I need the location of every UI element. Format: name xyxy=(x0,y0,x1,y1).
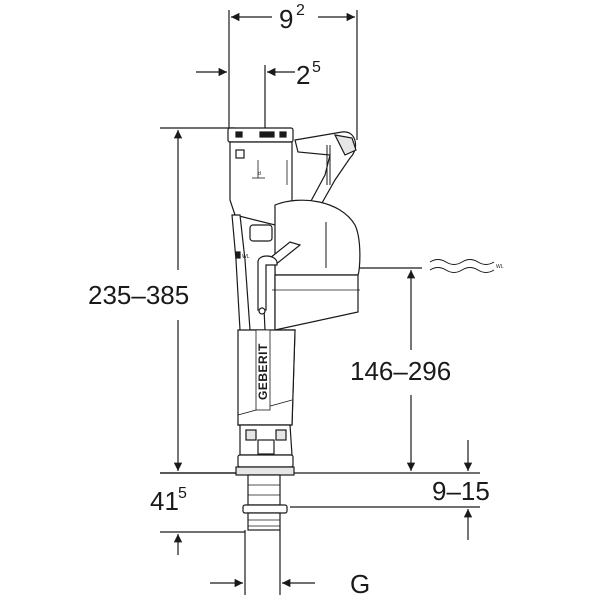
fill-valve-body: d WL GEBERIT xyxy=(227,127,361,531)
water-level-mark: WL xyxy=(242,254,250,260)
dimension-top-width: 9 2 xyxy=(228,2,358,140)
brand-logo: GEBERIT xyxy=(255,329,271,411)
svg-text:d: d xyxy=(258,171,261,177)
svg-text:WL: WL xyxy=(496,264,504,270)
valve-nut xyxy=(237,454,294,468)
nozzle-height-sup: 5 xyxy=(178,485,187,502)
valve-float xyxy=(274,199,361,276)
inner-offset-sup: 5 xyxy=(312,59,321,76)
dimension-thread-size: G xyxy=(210,530,370,599)
valve-threaded-shank xyxy=(247,474,281,506)
water-level-label: 146–296 xyxy=(350,356,451,386)
dimension-thread-length: 9–15 xyxy=(290,440,490,540)
thread-size-label: G xyxy=(350,569,370,599)
top-width-label: 9 xyxy=(279,4,293,34)
top-width-sup: 2 xyxy=(296,2,305,19)
thread-length-label: 9–15 xyxy=(432,476,490,506)
valve-feed-tube xyxy=(257,255,278,311)
total-height-label: 235–385 xyxy=(88,280,189,310)
brand-logo-text: GEBERIT xyxy=(256,343,270,400)
dimension-nozzle-height: 41 5 xyxy=(150,472,245,555)
dimension-water-level: WL 146–296 xyxy=(270,259,504,471)
nozzle-height-label: 41 xyxy=(150,486,179,516)
water-wave-icon xyxy=(429,259,495,273)
inner-offset-label: 2 xyxy=(296,60,310,90)
valve-float-lower xyxy=(274,274,359,331)
